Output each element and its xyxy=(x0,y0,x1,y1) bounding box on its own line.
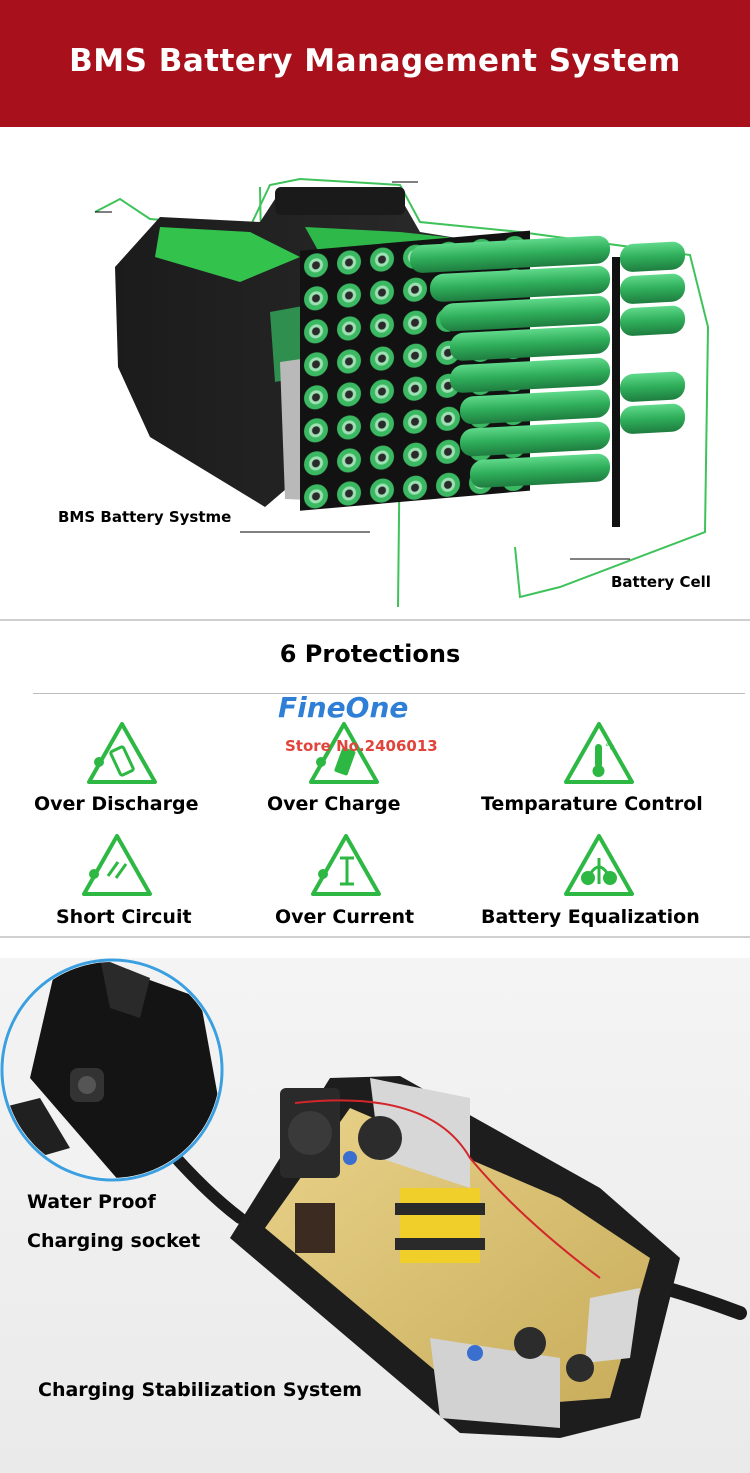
waterproof-label-line2: Charging socket xyxy=(27,1230,201,1252)
protection-label-over-charge: Over Charge xyxy=(267,793,401,815)
bms-label: BMS Battery Systme xyxy=(58,508,232,526)
charger-illustration xyxy=(0,958,747,1438)
watermark-brand: FineOne xyxy=(278,691,409,724)
protection-label-short-circuit: Short Circuit xyxy=(56,906,192,928)
short-circuit-icon xyxy=(82,834,152,896)
waterproof-label-line1: Water Proof xyxy=(27,1191,156,1213)
protection-label-over-current: Over Current xyxy=(275,906,415,928)
watermark-store-number: Store No.2406013 xyxy=(285,737,438,755)
protection-label-temperature-control: Temparature Control xyxy=(481,793,703,815)
section-divider xyxy=(0,936,750,938)
battery-pack-illustration xyxy=(94,177,710,608)
section-divider xyxy=(0,619,750,621)
protection-label-over-discharge: Over Discharge xyxy=(34,793,199,815)
header-banner: BMS Battery Management System xyxy=(0,0,750,127)
battery-cell-label: Battery Cell xyxy=(611,573,711,591)
protections-rule xyxy=(33,693,745,694)
current-icon xyxy=(311,834,381,896)
equalization-icon xyxy=(564,834,634,896)
svg-text:°c: °c xyxy=(605,743,615,753)
battery-pack-section: BMS Battery Systme Battery Cell xyxy=(0,127,750,617)
charging-system-label: Charging Stabilization System xyxy=(38,1379,363,1401)
charger-section: Water Proof Charging socket Charging Sta… xyxy=(0,958,750,1473)
page-title: BMS Battery Management System xyxy=(69,42,681,79)
battery-discharge-icon xyxy=(87,722,157,784)
thermometer-icon: °c xyxy=(564,722,634,784)
protections-title: 6 Protections xyxy=(279,640,461,668)
battery-charge-icon xyxy=(309,722,379,784)
protection-label-battery-equalization: Battery Equalization xyxy=(481,906,700,928)
